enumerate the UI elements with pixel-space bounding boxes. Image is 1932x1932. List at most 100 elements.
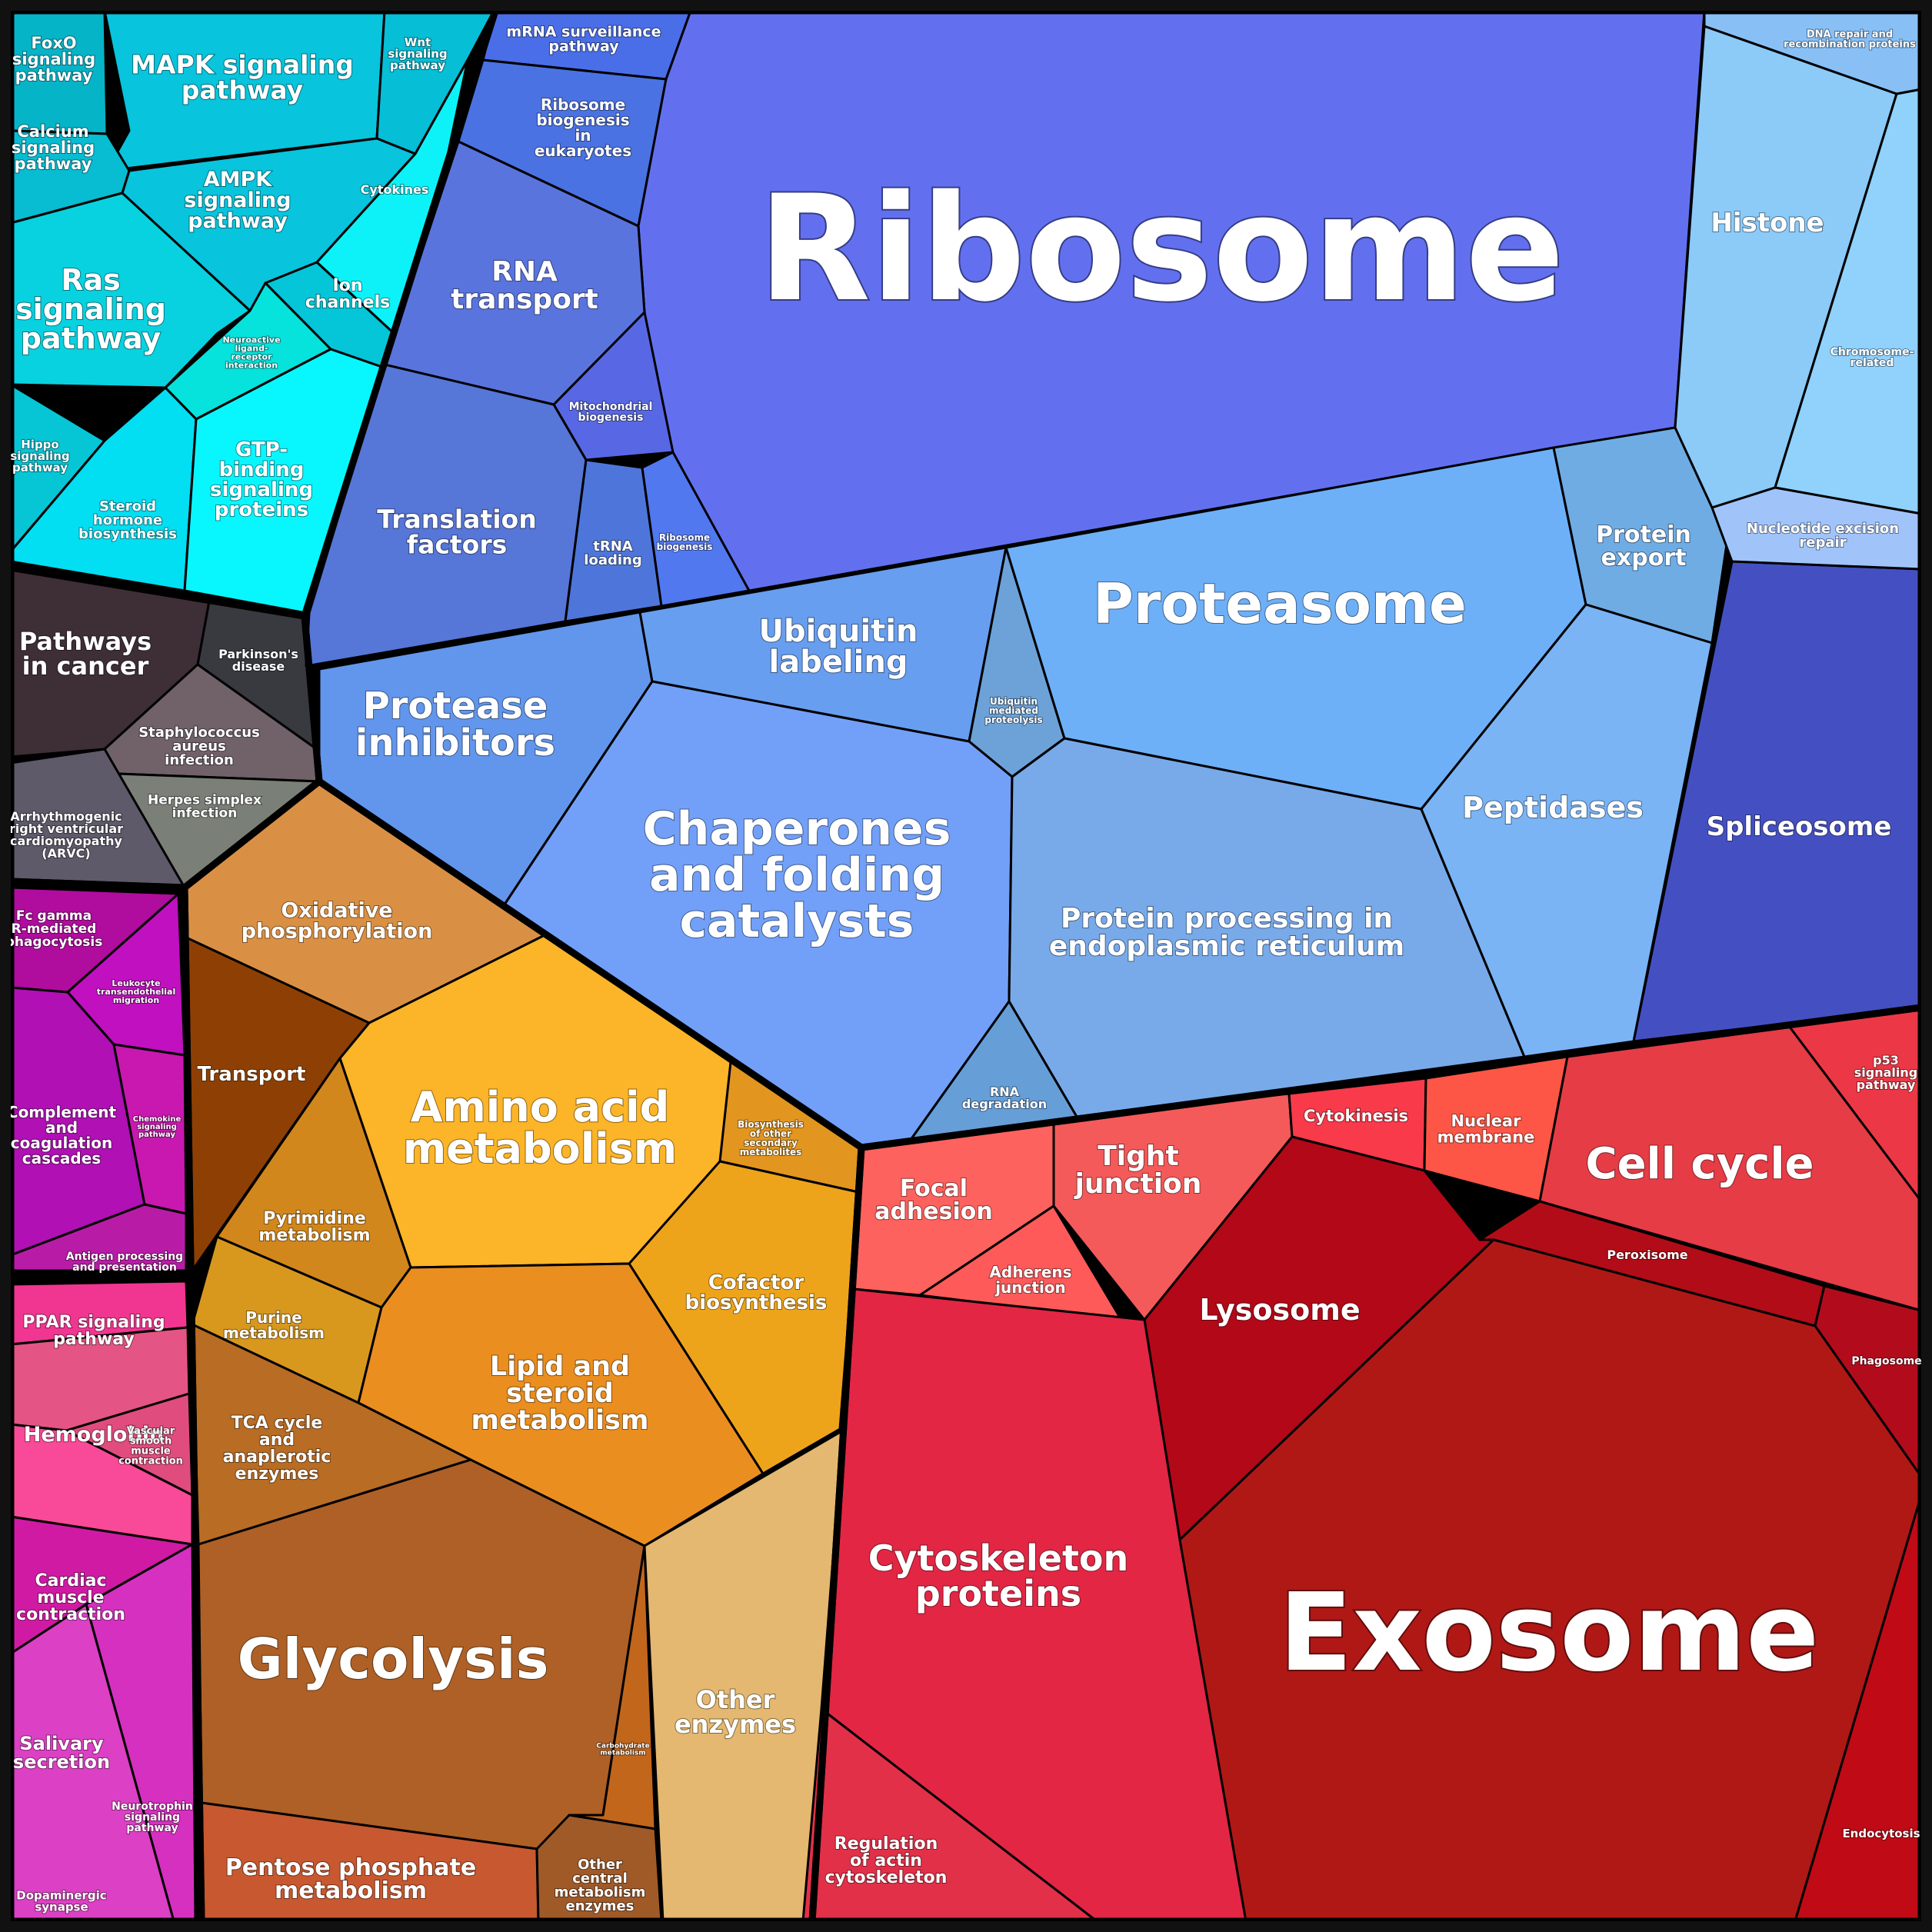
cell-proteinexport[interactable]	[1552, 426, 1734, 645]
cell-label-line: proteins	[215, 498, 308, 521]
cell-label-line: Chemokine	[133, 1115, 182, 1124]
cell-label-line: pathway	[15, 66, 93, 85]
cell-label-cellcycle: Cell cycle	[1585, 1139, 1814, 1189]
cell-label-line: pathway	[12, 461, 68, 475]
cell-label-ribosome: Ribosome	[758, 164, 1564, 334]
cell-label-line: Antigen processing	[66, 1251, 183, 1263]
cell-label-line: Herpes simplex	[148, 793, 261, 808]
cell-label-line: in	[575, 126, 591, 145]
cell-label-line: central	[572, 1870, 628, 1887]
cell-label-line: recombination proteins	[1784, 38, 1916, 50]
cell-label-line: signaling	[210, 478, 313, 501]
cell-label-line: secretion	[13, 1751, 110, 1773]
cell-label-line: enzymes	[566, 1898, 635, 1914]
cell-label-line: Neurotrophin	[112, 1800, 193, 1813]
cell-label-line: biogenesis	[536, 111, 629, 129]
cell-label-line: metabolism	[555, 1884, 646, 1900]
cell-othercentral[interactable]	[535, 1814, 663, 1923]
cell-label-line: eukaryotes	[535, 142, 631, 160]
cell-label-line: Ribosome	[758, 164, 1564, 334]
cell-label-line: Ribosome	[659, 532, 710, 543]
cell-label-line: Exosome	[1279, 1571, 1819, 1696]
cell-label-line: Hemoglobin	[24, 1423, 165, 1447]
cell-label-line: pathway	[182, 75, 303, 105]
cell-label-spliceosome: Spliceosome	[1707, 811, 1892, 842]
cell-label-cytokines: Cytokines	[361, 182, 429, 197]
cell-label-line: biogenesis	[657, 541, 713, 552]
cell-label-line: Chaperones	[643, 802, 951, 856]
cell-label-line: Ubiquitin	[990, 696, 1038, 707]
cell-label-line: of actin	[850, 1851, 922, 1870]
cell-label-line: synapse	[35, 1900, 88, 1914]
cell-label-line: Amino acid	[411, 1083, 670, 1131]
cell-label-line: Ribosome	[541, 95, 625, 114]
cell-label-line: pathway	[188, 209, 288, 233]
cell-label-line: signaling	[10, 449, 69, 463]
cell-label-line: Salivary	[19, 1733, 104, 1754]
cell-label-line: Protein	[1596, 521, 1691, 548]
cell-label-line: Lysosome	[1199, 1293, 1360, 1327]
cell-label-line: muscle	[131, 1445, 171, 1457]
cell-label-line: Carbohydrate	[596, 1742, 649, 1750]
cell-label-line: infection	[172, 806, 238, 821]
cell-peptidases[interactable]	[1420, 603, 1714, 1058]
cell-label-line: Peptidases	[1462, 791, 1644, 824]
cell-label-line: PPAR signaling	[22, 1313, 165, 1332]
cell-label-line: signaling	[388, 47, 447, 61]
cell-label-glycolysis: Glycolysis	[238, 1627, 549, 1691]
cells-layer	[9, 9, 1923, 1923]
cell-label-line: enzymes	[675, 1710, 796, 1739]
cell-label-line: Cytokines	[361, 182, 429, 197]
cell-label-line: metabolites	[740, 1147, 802, 1158]
cell-cofactor[interactable]	[628, 1160, 860, 1475]
cell-label-line: junction	[1074, 1168, 1202, 1200]
cell-label-line: adhesion	[874, 1198, 993, 1225]
cell-label-peptidases: Peptidases	[1462, 791, 1644, 824]
cell-label-line: receptor	[232, 352, 273, 362]
cell-label-line: Fc gamma	[16, 908, 92, 924]
cell-label-line: endoplasmic reticulum	[1049, 931, 1404, 962]
cell-label-cytokinesis: Cytokinesis	[1304, 1107, 1408, 1125]
cell-label-line: Dopaminergic	[16, 1888, 106, 1902]
cell-label-line: Spliceosome	[1707, 811, 1892, 842]
cell-label-line: Regulation	[834, 1834, 938, 1854]
cell-label-line: pathway	[21, 321, 162, 355]
cell-label-line: GTP-	[235, 438, 288, 461]
cell-label-line: pathway	[126, 1822, 178, 1834]
cell-label-lysosome: Lysosome	[1199, 1293, 1360, 1327]
cell-label-line: signaling	[1854, 1065, 1917, 1080]
cell-label-line: pathway	[548, 38, 619, 55]
cell-label-line: Lipid and	[490, 1351, 630, 1382]
cell-label-line: Nuclear	[1451, 1112, 1522, 1131]
cell-label-line: and	[259, 1431, 295, 1450]
cell-label-line: contraction	[16, 1605, 125, 1624]
cell-label-line: phosphorylation	[242, 919, 433, 943]
cell-label-line: inhibitors	[355, 721, 555, 764]
cell-label-line: secondary	[744, 1138, 798, 1148]
cell-ribobiog[interactable]	[641, 451, 751, 608]
cell-label-line: junction	[994, 1278, 1066, 1297]
cell-label-line: disease	[232, 659, 285, 674]
cell-label-line: pathway	[1857, 1078, 1916, 1092]
